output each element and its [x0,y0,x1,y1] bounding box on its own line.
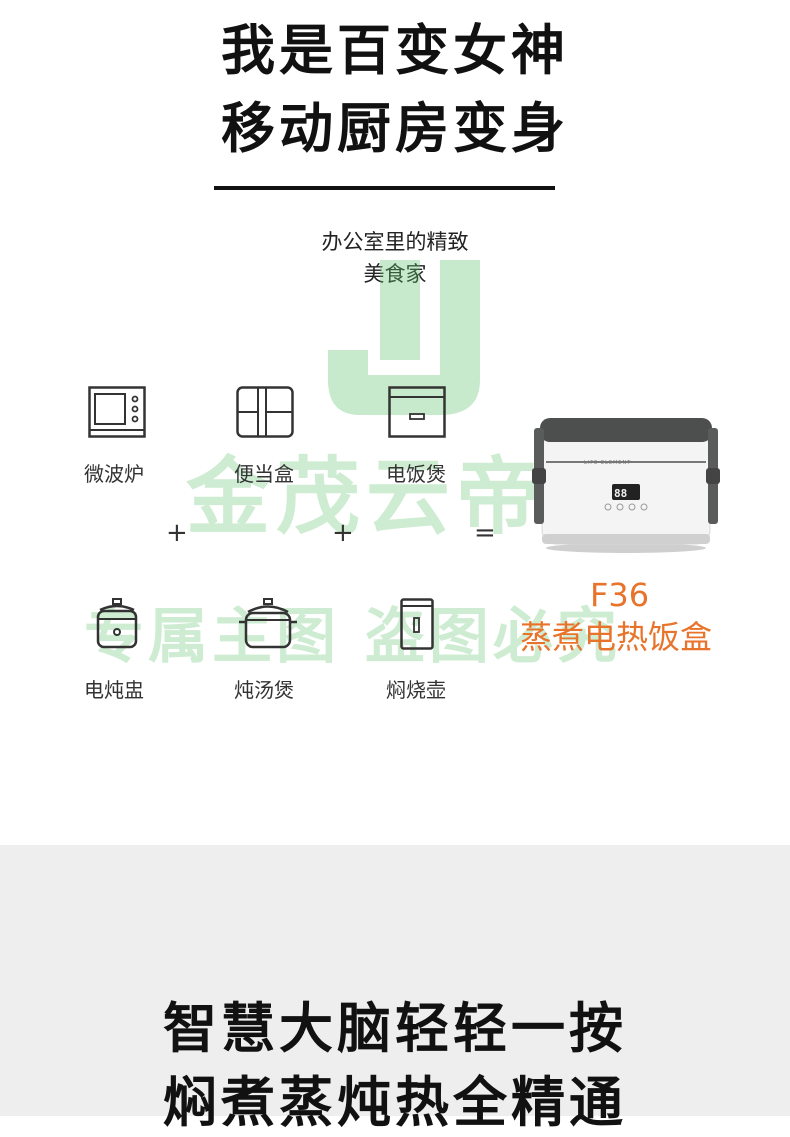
appliance-label-thermos: 焖烧壶 [386,678,446,702]
hero-title-line2: 移动厨房变身 [221,97,569,160]
appliance-label-microwave: 微波炉 [84,462,144,486]
product-model: F36 [590,576,650,614]
subtitle-line1: 办公室里的精致 [321,230,469,254]
soup-pot-icon [239,598,297,649]
microwave-icon [88,386,146,438]
thermos-icon [400,598,434,650]
plus-operator-1: + [166,518,188,548]
appliance-label-stew-pot: 电炖盅 [84,678,144,702]
subtitle-line2: 美食家 [363,262,427,286]
title-divider [214,186,555,190]
product-brand-print: LIFE ELEMENT [584,460,632,466]
bento-box-icon [236,386,294,438]
product-name: 蒸煮电热饭盒 [520,618,713,656]
section-title-line2: 焖煮蒸炖热全精通 [163,1071,627,1134]
stew-pot-icon [96,598,138,649]
watermark-text-notice: 专属主图 盗图必究 [84,602,621,672]
feature-section-background [0,845,790,1116]
plus-operator-2: + [332,518,354,548]
section-title-line1: 智慧大脑轻轻一按 [163,997,627,1060]
lunch-box-product-image [532,418,720,553]
appliance-label-rice-cooker: 电饭煲 [386,462,446,486]
rice-cooker-icon [388,386,446,438]
appliance-label-soup-pot: 炖汤煲 [234,678,294,702]
equals-operator: = [474,518,496,548]
watermark-text-brand: 金茂云帝 [186,448,547,546]
watermark-logo-icon [328,260,480,415]
product-display-readout: 88 [614,487,628,500]
hero-title-line1: 我是百变女神 [221,19,569,82]
appliance-label-bento: 便当盒 [234,462,294,486]
